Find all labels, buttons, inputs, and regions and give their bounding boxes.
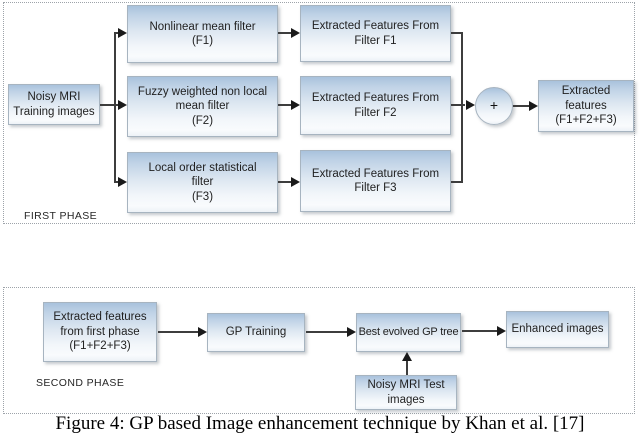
filter-f1-box: Nonlinear mean filter (F1)	[127, 5, 278, 63]
line-features2-collector	[451, 104, 465, 106]
features-f3-box: Extracted Features From Filter F3	[300, 150, 451, 212]
extracted-features-output-box: Extracted features (F1+F2+F3)	[538, 80, 634, 132]
best-evolved-gp-tree-box: Best evolved GP tree	[356, 313, 461, 352]
line-to-f2	[114, 104, 120, 106]
line-noisy-out	[100, 104, 115, 106]
line-test-to-tree	[406, 359, 408, 375]
line-features3-collector	[451, 181, 463, 183]
second-phase-label: SECOND PHASE	[36, 377, 125, 389]
arrowhead-into-sum	[466, 100, 475, 110]
arrowhead-tree-to-enhanced	[497, 326, 506, 336]
arrowhead-gp-to-tree	[347, 327, 356, 337]
arrowhead-to-f1	[118, 28, 127, 38]
features-f1-box: Extracted Features From Filter F1	[300, 5, 451, 62]
arrowhead-to-f3	[118, 177, 127, 187]
line-f1-to-features	[278, 32, 292, 34]
line-input-to-gp	[158, 331, 199, 333]
figure-caption: Figure 4: GP based Image enhancement tec…	[55, 413, 585, 434]
arrowhead-f2-to-features	[291, 100, 300, 110]
line-to-f3	[114, 181, 120, 183]
line-sum-to-output	[513, 105, 530, 107]
arrowhead-sum-to-output	[529, 101, 538, 111]
first-phase-features-box: Extracted features from first phase (F1+…	[43, 302, 157, 362]
sum-node: +	[475, 87, 513, 125]
gp-training-box: GP Training	[207, 313, 305, 352]
noisy-mri-test-box: Noisy MRI Test images	[355, 375, 457, 410]
first-phase-label: FIRST PHASE	[24, 210, 98, 222]
line-branch-vertical	[114, 32, 116, 183]
arrowhead-to-f2	[118, 100, 127, 110]
features-f2-box: Extracted Features From Filter F2	[300, 76, 451, 135]
enhanced-images-box: Enhanced images	[506, 311, 609, 348]
line-collector-vertical	[461, 32, 463, 183]
arrowhead-test-to-tree	[402, 352, 412, 361]
second-phase-container	[3, 287, 635, 414]
noisy-mri-training-box: Noisy MRI Training images	[8, 84, 100, 125]
line-gp-to-tree	[306, 331, 348, 333]
line-f2-to-features	[278, 104, 292, 106]
filter-f2-box: Fuzzy weighted non local mean filter (F2…	[127, 76, 278, 137]
filter-f3-box: Local order statistical filter (F3)	[127, 152, 278, 213]
arrowhead-f1-to-features	[291, 28, 300, 38]
line-tree-to-enhanced	[462, 330, 498, 332]
line-f3-to-features	[278, 181, 292, 183]
line-features1-collector	[451, 32, 463, 34]
first-phase-container	[3, 2, 635, 224]
line-to-f1	[114, 32, 120, 34]
arrowhead-input-to-gp	[198, 327, 207, 337]
arrowhead-f3-to-features	[291, 177, 300, 187]
